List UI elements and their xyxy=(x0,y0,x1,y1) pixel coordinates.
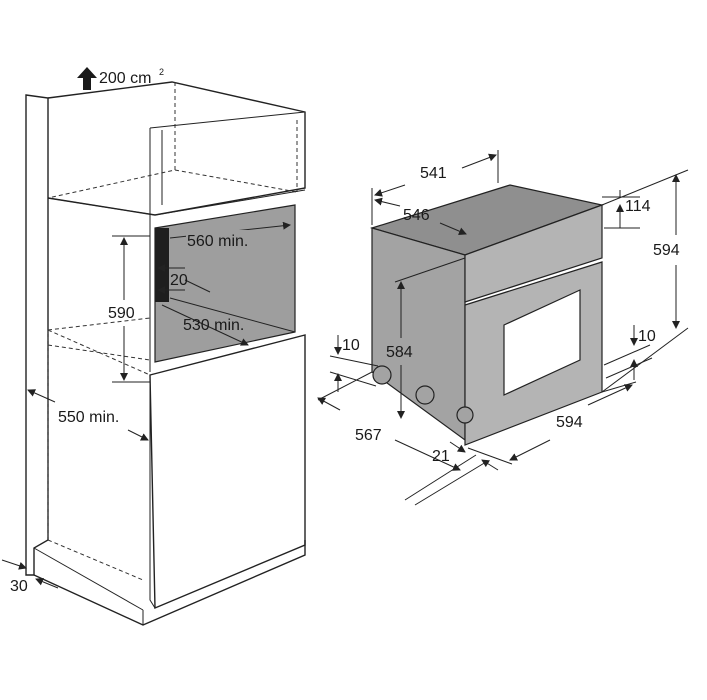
label-cab-height: 590 xyxy=(108,305,135,322)
oven-door-window xyxy=(503,289,581,396)
label-oven-front-t: 21 xyxy=(432,448,450,465)
label-cab-depth-min: 530 min. xyxy=(183,317,244,334)
cabinet-left-panel xyxy=(25,94,49,576)
label-cab-gap: 20 xyxy=(170,272,188,289)
cabinet-front-strip xyxy=(155,228,169,302)
label-vent: 200 cm xyxy=(99,70,151,87)
label-oven-total-h: 594 xyxy=(653,242,680,259)
cabinet-hidden-lower xyxy=(47,317,151,581)
label-oven-foot-right: 10 xyxy=(638,328,656,345)
label-oven-depth-top: 541 xyxy=(420,165,447,182)
label-oven-body-h: 584 xyxy=(386,344,413,361)
cabinet-lower-door xyxy=(149,334,306,610)
label-cab-width-min: 560 min. xyxy=(187,233,248,250)
cabinet-top-box xyxy=(47,81,306,216)
label-vent-sup: 2 xyxy=(159,67,164,77)
label-oven-foot-left: 10 xyxy=(342,337,360,354)
oven-foot xyxy=(415,385,435,405)
cabinet: 200 cm 2 560 min. 20 590 530 min. 550 mi… xyxy=(1,67,306,626)
oven-foot xyxy=(456,406,474,424)
label-oven-depth-body: 546 xyxy=(403,207,430,224)
vent-arrow-icon xyxy=(77,67,97,90)
cabinet-floor-edge xyxy=(33,547,144,611)
cabinet-base xyxy=(33,540,306,626)
label-cab-base: 30 xyxy=(10,578,28,595)
label-cab-side-depth: 550 min. xyxy=(58,409,119,426)
label-oven-panel-h: 114 xyxy=(625,198,651,215)
cabinet-hidden-edge-top xyxy=(47,82,176,199)
oven-side-body xyxy=(371,227,466,442)
label-oven-total-depth: 567 xyxy=(355,427,382,444)
oven-foot xyxy=(372,365,392,385)
dim-530 xyxy=(161,304,249,346)
oven: 541 546 114 594 584 10 10 xyxy=(317,150,689,506)
label-oven-width: 594 xyxy=(556,414,583,431)
oven-control-panel xyxy=(464,204,603,303)
